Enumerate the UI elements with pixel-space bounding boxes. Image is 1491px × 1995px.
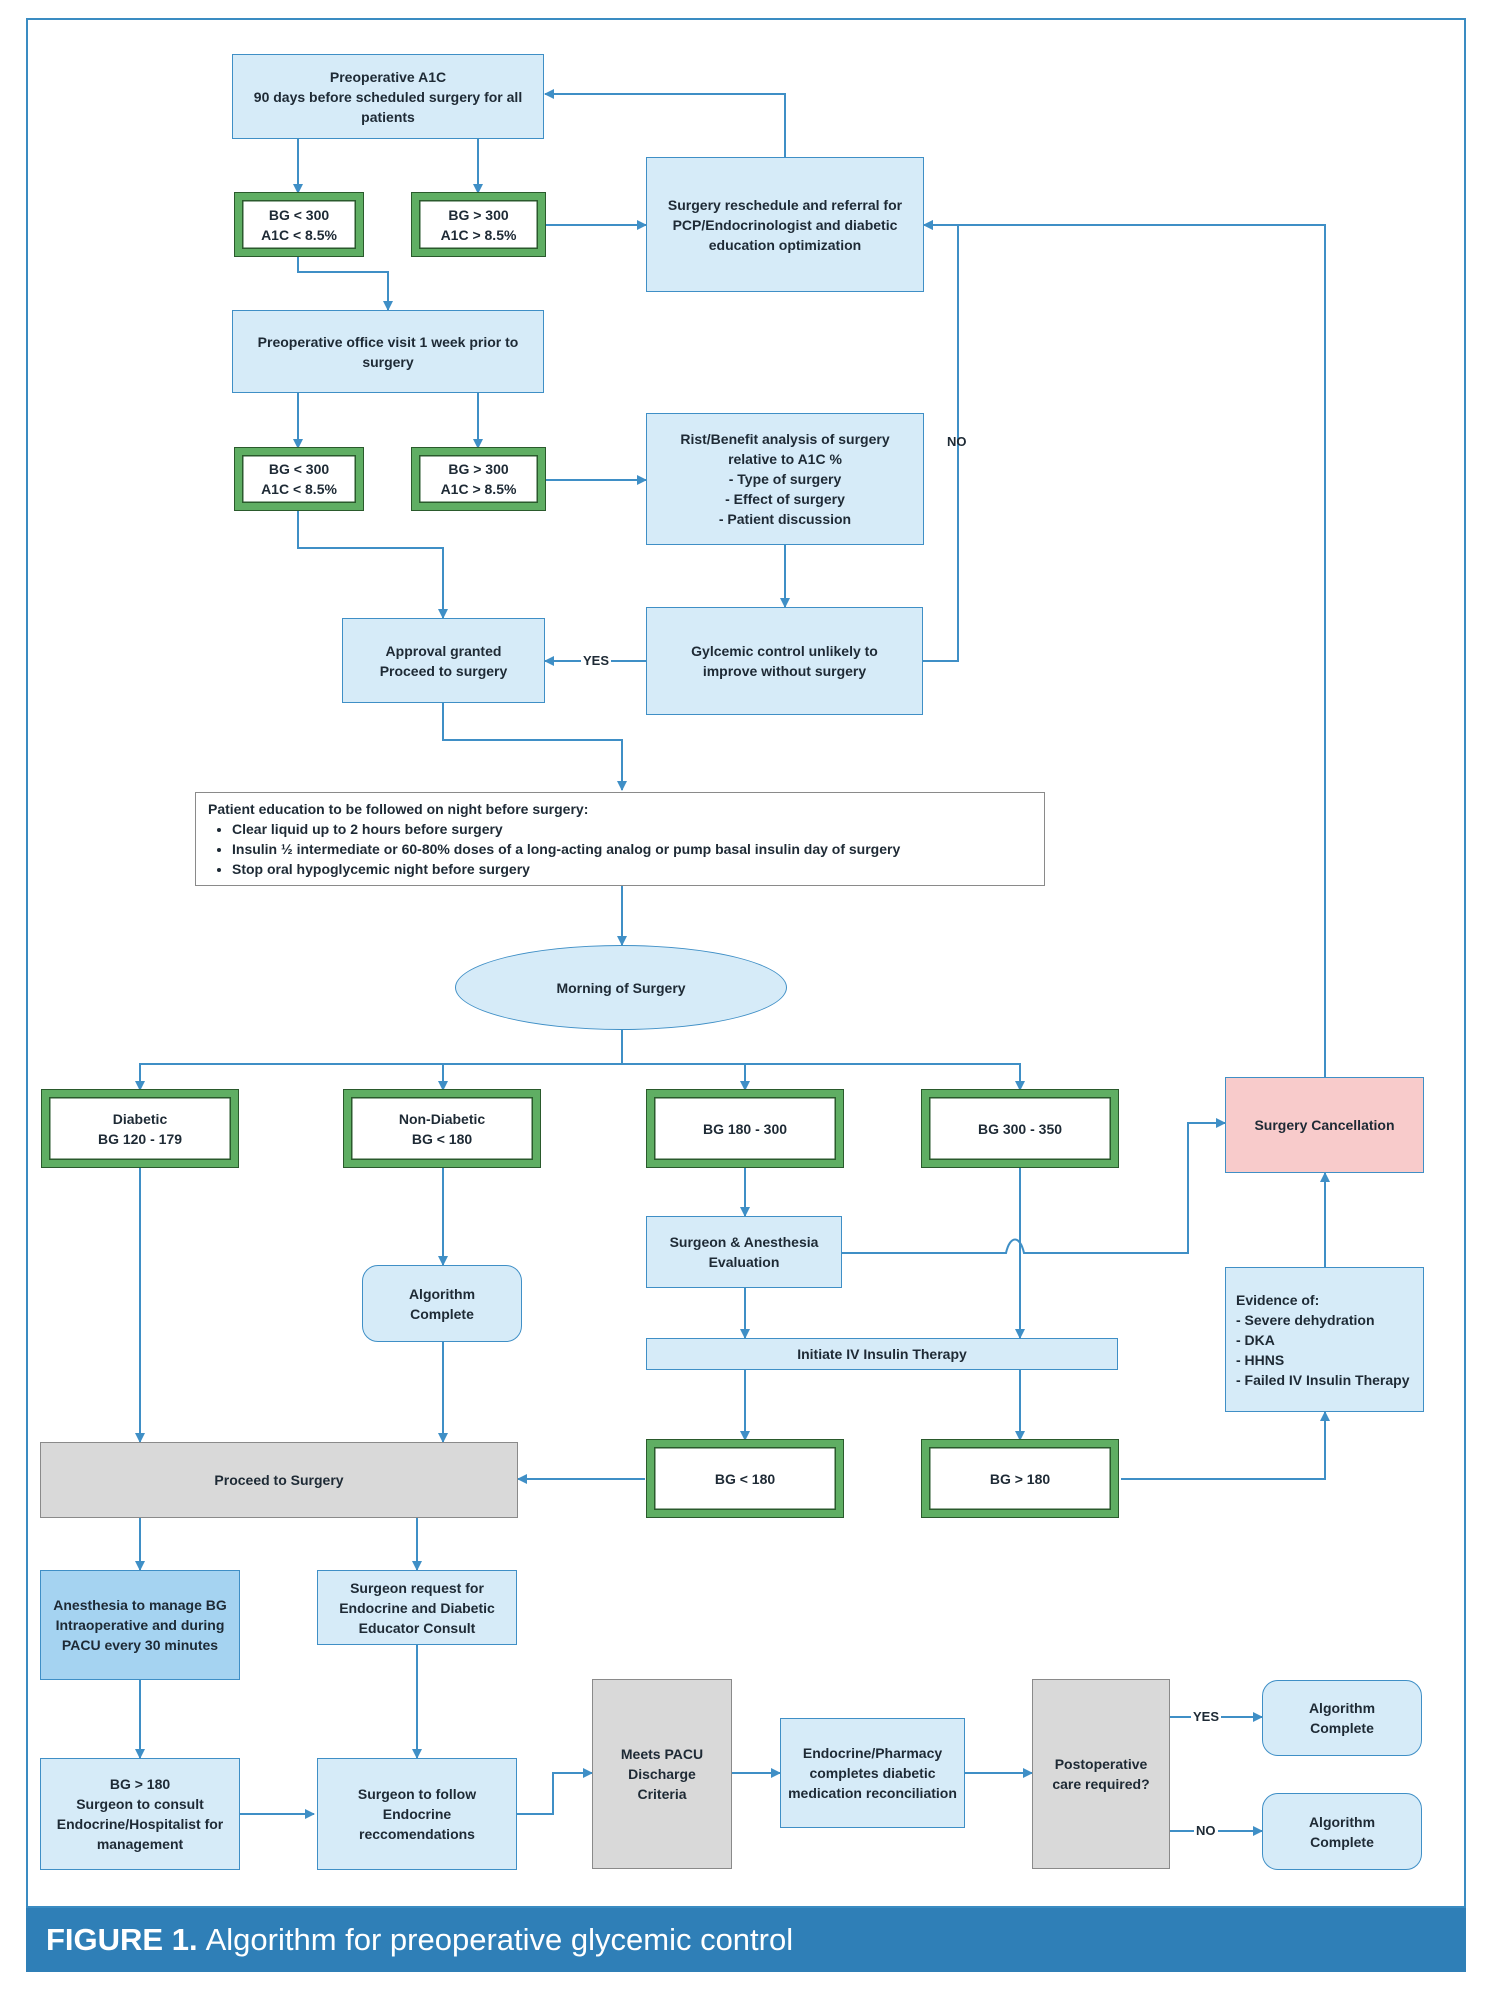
figure-caption-label: FIGURE 1. <box>46 1922 198 1957</box>
surgery-cancellation-box: Surgery Cancellation <box>1225 1077 1424 1173</box>
education-item: Insulin ½ intermediate or 60-80% doses o… <box>232 839 1032 859</box>
anesthesia-manage-bg-box: Anesthesia to manage BG Intraoperative a… <box>40 1570 240 1680</box>
yes-label-postop: YES <box>1191 1709 1222 1724</box>
surgery-reschedule-box: Surgery reschedule and referral for PCP/… <box>646 157 924 292</box>
edge-approval-to-education <box>442 703 627 791</box>
education-list: Clear liquid up to 2 hours before surger… <box>208 819 1032 879</box>
bg-high-a1c-high-box-1: BG > 300 A1C > 8.5% <box>411 192 546 257</box>
edge-bglow1-to-office <box>297 256 393 311</box>
evidence-of-box: Evidence of: - Severe dehydration - DKA … <box>1225 1267 1424 1412</box>
education-item: Clear liquid up to 2 hours before surger… <box>232 819 1032 839</box>
education-title: Patient education to be followed on nigh… <box>208 801 589 817</box>
figure-caption: FIGURE 1. Algorithm for preoperative gly… <box>26 1908 1466 1972</box>
non-diabetic-box: Non-Diabetic BG < 180 <box>343 1089 541 1168</box>
bg-180-300-box: BG 180 - 300 <box>646 1089 844 1168</box>
morning-of-surgery-ellipse: Morning of Surgery <box>455 945 787 1030</box>
proceed-to-surgery-box: Proceed to Surgery <box>40 1442 518 1518</box>
bg-greater-180-box: BG > 180 <box>921 1439 1119 1518</box>
no-label-postop: NO <box>1194 1823 1218 1838</box>
edge-morning-branch-diabetic <box>135 1030 623 1091</box>
edge-morning-branch-bg300 <box>745 1063 1025 1091</box>
bg-high-a1c-high-box-2: BG > 300 A1C > 8.5% <box>411 447 546 511</box>
surgeon-follow-recommendations-box: Surgeon to follow Endocrine reccomendati… <box>317 1758 517 1870</box>
postoperative-care-required-box: Postoperative care required? <box>1032 1679 1170 1869</box>
algorithm-complete-yes-node: Algorithm Complete <box>1262 1680 1422 1756</box>
algorithm-complete-no-node: Algorithm Complete <box>1262 1793 1422 1870</box>
meets-pacu-criteria-box: Meets PACU Discharge Criteria <box>592 1679 732 1869</box>
bg-low-a1c-low-box-1: BG < 300 A1C < 8.5% <box>234 192 364 257</box>
diabetic-box: Diabetic BG 120 - 179 <box>41 1089 239 1168</box>
bg-300-350-box: BG 300 - 350 <box>921 1089 1119 1168</box>
no-label-glycemic: NO <box>947 434 967 449</box>
education-item: Stop oral hypoglycemic night before surg… <box>232 859 1032 879</box>
edge-morning-branch-bg180 <box>622 1063 750 1091</box>
figure-caption-text: Algorithm for preoperative glycemic cont… <box>205 1922 794 1957</box>
edge-bglow2-to-approval <box>297 510 448 619</box>
bg-low-a1c-low-box-2: BG < 300 A1C < 8.5% <box>234 447 364 511</box>
glycemic-control-unlikely-box: Gylcemic control unlikely to improve wit… <box>646 607 923 715</box>
approval-granted-box: Approval granted Proceed to surgery <box>342 618 545 703</box>
patient-education-box: Patient education to be followed on nigh… <box>195 792 1045 886</box>
yes-label-glycemic: YES <box>581 653 612 668</box>
algorithm-complete-node-1: Algorithm Complete <box>362 1265 522 1342</box>
bg-less-180-box: BG < 180 <box>646 1439 844 1518</box>
edge-reschedule-to-a1c <box>544 89 786 157</box>
surgeon-request-consult-box: Surgeon request for Endocrine and Diabet… <box>317 1570 517 1645</box>
endocrine-pharmacy-reconciliation-box: Endocrine/Pharmacy completes diabetic me… <box>780 1718 965 1828</box>
surgeon-anesthesia-evaluation-box: Surgeon & Anesthesia Evaluation <box>646 1216 842 1288</box>
initiate-iv-insulin-box: Initiate IV Insulin Therapy <box>646 1338 1118 1370</box>
edge-follow-to-pacu <box>517 1768 593 1815</box>
edge-cancel-to-reschedule <box>923 220 1326 1077</box>
risk-benefit-analysis-box: Rist/Benefit analysis of surgery relativ… <box>646 413 924 545</box>
edge-bggt180-to-evidence <box>1121 1411 1330 1480</box>
bg-consult-endocrine-box: BG > 180 Surgeon to consult Endocrine/Ho… <box>40 1758 240 1870</box>
preoperative-office-visit-box: Preoperative office visit 1 week prior t… <box>232 310 544 393</box>
edge-surgeon-to-cancel <box>842 1118 1226 1254</box>
preoperative-a1c-box: Preoperative A1C 90 days before schedule… <box>232 54 544 139</box>
